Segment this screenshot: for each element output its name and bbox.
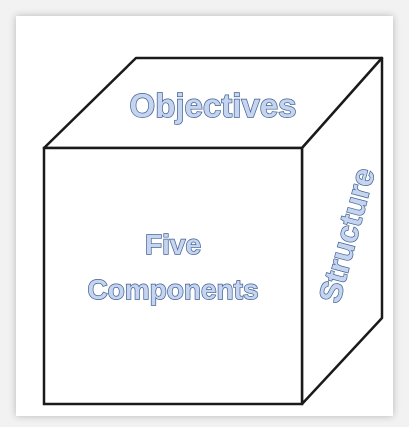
front-face-label-line2: Components bbox=[87, 274, 258, 305]
cube-front-face bbox=[42, 146, 304, 406]
front-face-label-line1: Five bbox=[145, 229, 201, 260]
top-face-label: Objectives bbox=[130, 87, 297, 124]
